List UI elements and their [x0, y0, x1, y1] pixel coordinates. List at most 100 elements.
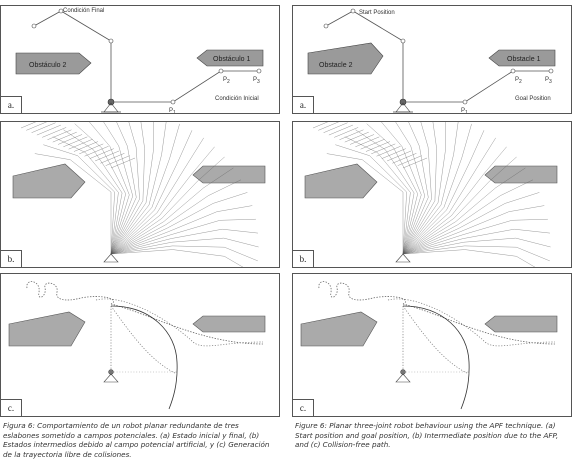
upper-arm-trace-line [328, 124, 353, 136]
intermediate-positions-diagram [304, 122, 558, 267]
joint-1-arc [110, 305, 178, 410]
intermediate-positions-diagram [12, 122, 266, 267]
intermediate-arm-positions [20, 122, 259, 267]
collision-free-path-diagram [300, 281, 558, 410]
arm-configuration-line [395, 122, 426, 255]
point-p1-label: P1 [169, 108, 176, 113]
panel-tag: c. [1, 399, 22, 416]
point-p3-label: P3 [253, 77, 260, 85]
arm-configuration-line [110, 245, 258, 262]
arm-configuration-line [43, 144, 115, 255]
upper-arm-trace-line [312, 122, 328, 129]
point-p1-label: P1 [461, 108, 468, 113]
arm-configuration-line [110, 179, 242, 255]
arm-configuration-line [402, 167, 526, 255]
final-configuration-arm [33, 10, 112, 102]
goal-label: Condición Inicial [215, 96, 259, 102]
arm-configuration-line [89, 122, 130, 255]
upper-arm-trace-line [42, 127, 67, 138]
obstacle-2-shape [15, 52, 92, 75]
panel-c-english: c. [292, 273, 572, 417]
arm-configuration-line [110, 228, 259, 255]
arm-configuration-line [402, 123, 472, 255]
arm-configuration-line [326, 153, 404, 254]
upper-arm-trace-line [26, 122, 47, 131]
arm-configuration-line [110, 122, 167, 255]
arm-configuration-line [402, 137, 496, 255]
upper-arm-trace-line [392, 153, 417, 164]
arm-configuration-line [110, 122, 145, 255]
obstacle-1-shape [192, 165, 266, 184]
arm-configuration-line [381, 122, 422, 255]
obstacle-1-label: Obstáculo 1 [213, 56, 250, 63]
panel-b-spanish: b. [0, 121, 280, 268]
arm-configuration-line [110, 146, 215, 255]
arm-configuration-line [110, 137, 204, 255]
upper-arm-trace-line [355, 136, 380, 148]
arm-configuration-line [402, 245, 550, 262]
upper-arm-trace-line [349, 134, 375, 145]
arm-configuration-line [110, 130, 193, 255]
panel-tag: a. [1, 96, 22, 113]
upper-arm-trace-line [20, 122, 36, 129]
arm-configuration-line [110, 192, 248, 255]
upper-arm-trace-line [397, 155, 422, 166]
arm-configuration-line [110, 167, 234, 255]
spanish-figure-column: Obstáculo 2 Obstáculo 1 Condición Final … [0, 0, 283, 466]
figure-caption: Figura 6: Comportamiento de un robot pla… [3, 421, 270, 459]
upper-arm-trace-line [52, 131, 77, 143]
upper-arm-trace-line [318, 122, 339, 131]
arm-configuration-line [402, 122, 429, 255]
arm-configuration-line [402, 156, 517, 255]
panel-a-english: Obstacle 2 Obstacle 1 Start Position Goa… [292, 5, 572, 114]
upper-arm-trace-line [105, 155, 130, 166]
point-p2-label: P2 [223, 77, 230, 85]
panel-c-spanish: c. [0, 273, 280, 417]
upper-arm-trace-line [387, 150, 412, 162]
arm-configuration-line [110, 237, 259, 255]
upper-arm-trace-line [344, 131, 369, 143]
obstacle-1-shape [192, 315, 266, 333]
upper-arm-trace-line [63, 136, 88, 148]
english-figure-column: Obstacle 2 Obstacle 1 Start Position Goa… [292, 0, 575, 466]
arm-configuration-line [110, 219, 256, 255]
obstacle-2-shape [304, 163, 378, 199]
arm-configuration-line [402, 249, 536, 267]
arm-configuration-line [402, 228, 551, 255]
base-support [395, 373, 411, 383]
panel-tag: b. [1, 250, 22, 267]
joint-1-arc [402, 305, 470, 410]
upper-arm-trace-line [371, 143, 396, 155]
end-effector-path [318, 281, 406, 305]
goal-configuration-arm [403, 70, 551, 103]
figure-caption: Figure 6: Planar three-joint robot behav… [295, 421, 559, 450]
arm-configuration-line [110, 122, 140, 255]
arm-configuration-line [402, 122, 432, 255]
upper-arm-trace-line [31, 122, 56, 133]
start-configuration-arm [325, 10, 404, 102]
base-support [103, 253, 119, 263]
obstacle-2-label: Obstacle 2 [319, 62, 353, 69]
obstacle-2-shape [307, 42, 384, 75]
arm-configuration-line [402, 122, 437, 255]
obstacle-2-shape [8, 311, 86, 347]
arm-configuration-line [110, 122, 154, 255]
panel-b-english: b. [292, 121, 572, 268]
joint-2-path [110, 303, 264, 345]
collision-free-path-diagram [8, 281, 266, 410]
upper-arm-trace-line [36, 124, 61, 136]
obstacle-2-shape [12, 163, 86, 199]
arm-configuration-line [402, 192, 540, 255]
point-p2-label: P2 [515, 77, 522, 85]
upper-arm-trace-line [68, 138, 93, 150]
arm-configuration-line [402, 122, 459, 255]
obstacle-1-shape [196, 49, 264, 67]
panel-tag: b. [293, 250, 314, 267]
base-joint [399, 98, 407, 106]
arm-configuration-line [34, 153, 112, 254]
arm-configuration-line [402, 237, 551, 255]
base-joint [107, 98, 115, 106]
upper-arm-trace-line [47, 129, 72, 140]
arm-configuration-line [355, 129, 415, 255]
obstacle-2-label: Obstáculo 2 [29, 62, 66, 69]
